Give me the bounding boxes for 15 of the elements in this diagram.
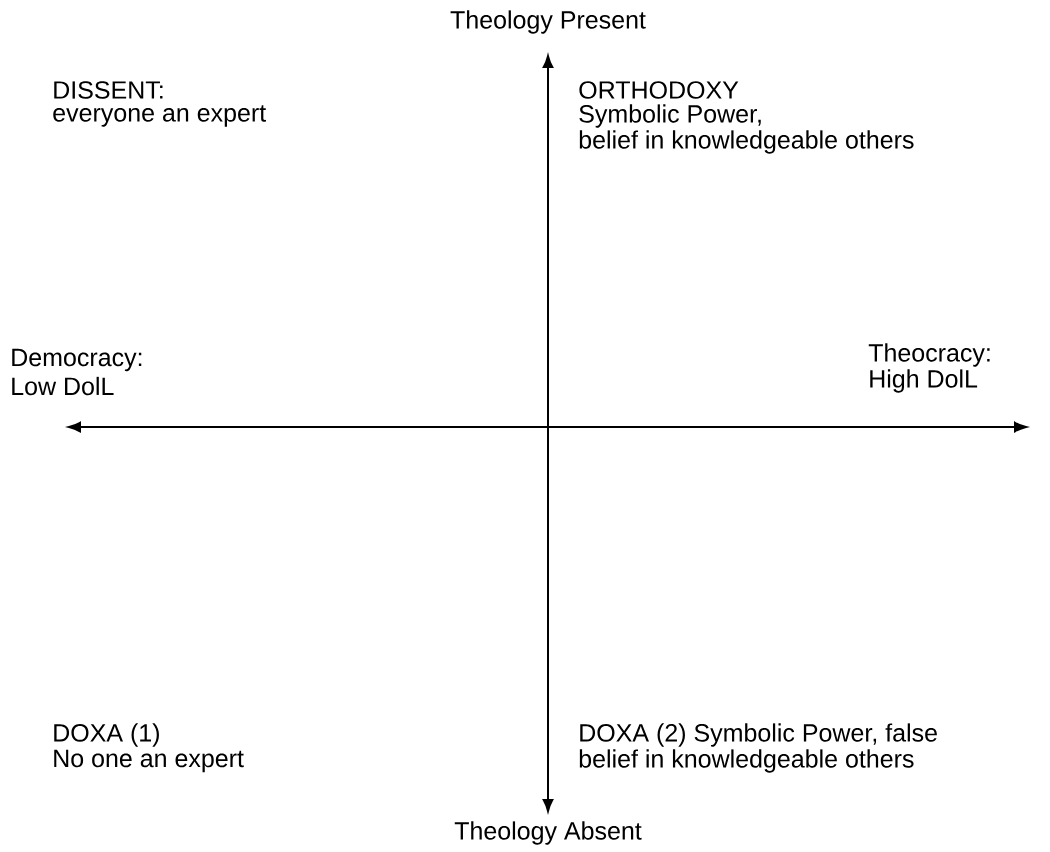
- quadrant-label: ORTHODOXY: [579, 81, 739, 99]
- quadrant-label: DOXA (2) Symbolic Power, false: [580, 723, 937, 747]
- quadrant-label: Theocracy:: [868, 343, 990, 367]
- quadrant-label: DOXA (1): [54, 723, 159, 747]
- quadrant-label: Low DolL: [12, 376, 114, 396]
- quadrant-label: Theology Present: [450, 10, 646, 34]
- quadrant-label: No one an expert: [54, 749, 244, 773]
- quadrant-label: belief in knowledgeable others: [579, 130, 914, 154]
- quadrant-label: High DolL: [870, 369, 978, 393]
- quadrant-label: belief in knowledgeable others: [579, 749, 914, 773]
- quadrant-label: everyone an expert: [53, 105, 266, 127]
- quadrant-label: Democracy:: [12, 348, 142, 372]
- quadrant-label: Symbolic Power,: [579, 104, 761, 128]
- quadrant-label: DISSENT:: [54, 81, 163, 99]
- quadrant-label: Theology Absent: [454, 821, 642, 845]
